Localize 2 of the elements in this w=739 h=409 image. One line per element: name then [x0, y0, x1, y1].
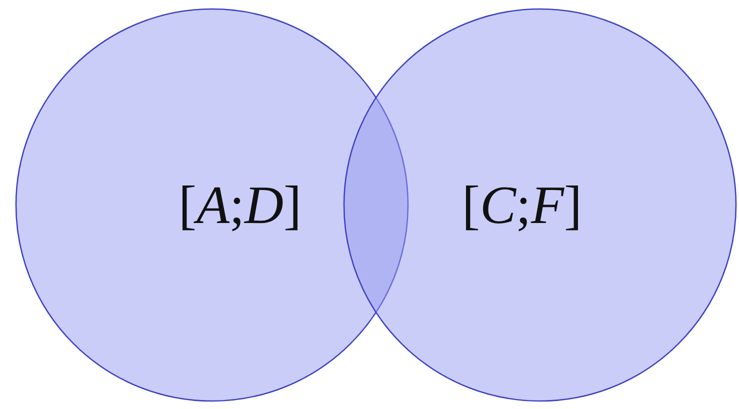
set-label: [C;F] [462, 178, 582, 232]
set-label: [A;D] [178, 178, 302, 232]
